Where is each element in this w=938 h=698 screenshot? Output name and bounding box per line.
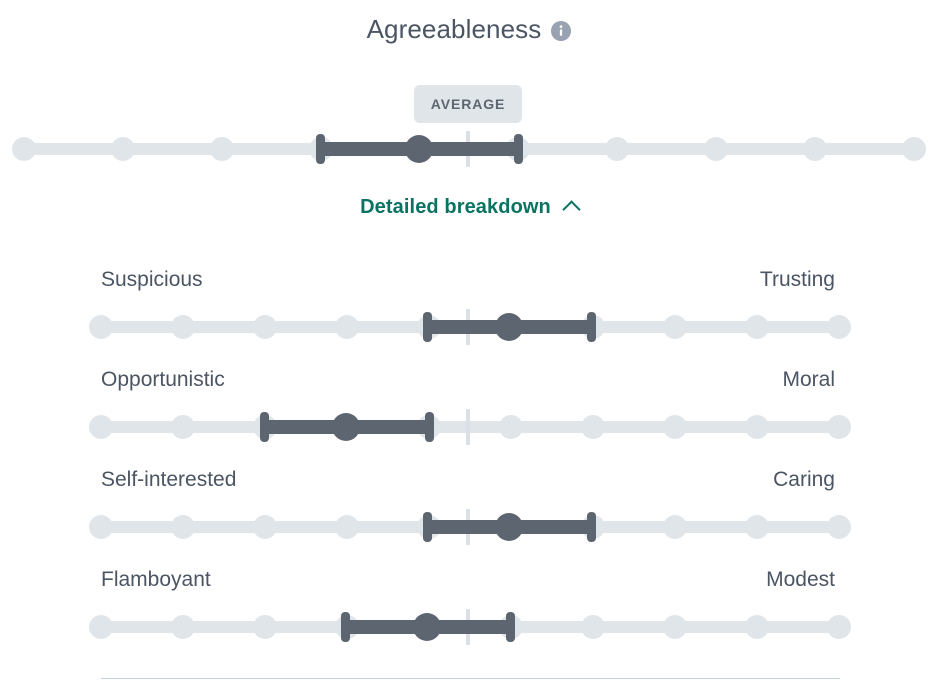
facet-labels: Opportunistic Moral	[101, 366, 835, 394]
facet-labels: Flamboyant Modest	[101, 566, 835, 594]
facet-slider[interactable]	[89, 509, 851, 545]
slider-range-cap-right[interactable]	[514, 134, 523, 164]
slider-tick[interactable]	[89, 315, 113, 339]
slider-tick[interactable]	[605, 137, 629, 161]
slider-knob[interactable]	[495, 513, 523, 541]
slider-tick[interactable]	[827, 615, 851, 639]
facet-slider[interactable]	[89, 609, 851, 645]
slider-tick[interactable]	[581, 415, 605, 439]
slider-tick[interactable]	[827, 515, 851, 539]
slider-range-cap-right[interactable]	[425, 412, 434, 442]
slider-tick[interactable]	[745, 415, 769, 439]
slider-tick[interactable]	[827, 315, 851, 339]
facet-row: Suspicious Trusting	[0, 266, 938, 356]
facet-label-right: Trusting	[759, 268, 835, 291]
slider-tick[interactable]	[210, 137, 234, 161]
facet-label-right: Caring	[773, 468, 835, 491]
slider-tick[interactable]	[12, 137, 36, 161]
facet-slider[interactable]	[89, 309, 851, 345]
slider-tick[interactable]	[253, 615, 277, 639]
slider-tick[interactable]	[581, 615, 605, 639]
facet-row: Opportunistic Moral	[0, 366, 938, 456]
slider-knob[interactable]	[405, 135, 433, 163]
detailed-breakdown-toggle[interactable]: Detailed breakdown	[0, 196, 938, 219]
facet-row: Self-interested Caring	[0, 466, 938, 556]
slider-tick[interactable]	[171, 415, 195, 439]
trait-header: Agreeableness	[0, 12, 938, 46]
status-badge: AVERAGE	[414, 85, 522, 123]
facet-label-left: Opportunistic	[101, 368, 225, 391]
facet-label-left: Suspicious	[101, 268, 203, 291]
slider-tick[interactable]	[89, 415, 113, 439]
slider-range-cap-right[interactable]	[587, 512, 596, 542]
chevron-up-icon	[562, 200, 581, 219]
slider-range-cap-left[interactable]	[316, 134, 325, 164]
detailed-breakdown-label: Detailed breakdown	[360, 196, 551, 218]
slider-tick[interactable]	[745, 615, 769, 639]
info-icon[interactable]	[551, 20, 572, 41]
slider-tick[interactable]	[253, 515, 277, 539]
slider-tick[interactable]	[704, 137, 728, 161]
slider-tick[interactable]	[335, 515, 359, 539]
slider-tick[interactable]	[902, 137, 926, 161]
slider-tick[interactable]	[663, 515, 687, 539]
slider-range-cap-left[interactable]	[423, 312, 432, 342]
slider-tick[interactable]	[499, 415, 523, 439]
slider-knob[interactable]	[332, 413, 360, 441]
slider-average-marker	[466, 409, 470, 445]
slider-tick[interactable]	[171, 515, 195, 539]
page-title: Agreeableness	[366, 14, 542, 44]
slider-tick[interactable]	[827, 415, 851, 439]
slider-tick[interactable]	[253, 315, 277, 339]
facet-label-left: Flamboyant	[101, 568, 211, 591]
slider-range-cap-left[interactable]	[423, 512, 432, 542]
slider-tick[interactable]	[335, 315, 359, 339]
slider-range-cap-left[interactable]	[341, 612, 350, 642]
slider-tick[interactable]	[89, 615, 113, 639]
slider-knob[interactable]	[495, 313, 523, 341]
facet-labels: Self-interested Caring	[101, 466, 835, 494]
facet-slider[interactable]	[89, 409, 851, 445]
facet-label-right: Modest	[766, 568, 835, 591]
slider-tick[interactable]	[171, 615, 195, 639]
overall-trait-slider[interactable]	[0, 131, 938, 167]
slider-knob[interactable]	[413, 613, 441, 641]
slider-tick[interactable]	[663, 415, 687, 439]
slider-tick[interactable]	[111, 137, 135, 161]
slider-tick[interactable]	[89, 515, 113, 539]
facet-row: Flamboyant Modest	[0, 566, 938, 656]
slider-tick[interactable]	[663, 615, 687, 639]
slider-range-cap-right[interactable]	[506, 612, 515, 642]
facet-label-left: Self-interested	[101, 468, 237, 491]
facet-label-right: Moral	[782, 368, 835, 391]
slider-tick[interactable]	[745, 315, 769, 339]
slider-tick[interactable]	[663, 315, 687, 339]
slider-range-cap-left[interactable]	[260, 412, 269, 442]
slider-range-cap-right[interactable]	[587, 312, 596, 342]
slider-tick[interactable]	[803, 137, 827, 161]
facet-labels: Suspicious Trusting	[101, 266, 835, 294]
section-divider	[101, 678, 840, 679]
slider-tick[interactable]	[171, 315, 195, 339]
slider-tick[interactable]	[745, 515, 769, 539]
